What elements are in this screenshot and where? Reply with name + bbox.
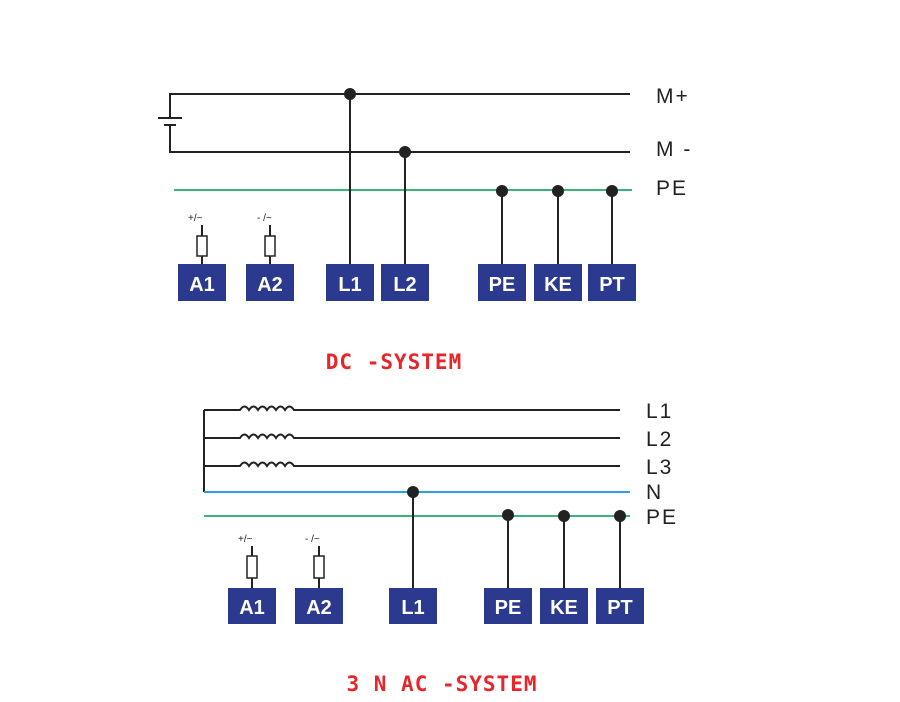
ac-system-title: 3 N AC -SYSTEM xyxy=(346,672,537,696)
ac-bus-l3 xyxy=(204,461,620,468)
ac-junction-dot xyxy=(502,509,514,521)
probe-sign-label: +/~ xyxy=(188,213,203,224)
ac-terminal-ke: KE xyxy=(540,588,588,624)
dc-system-diagram: M+ M - PE +/~ - /~ A1 xyxy=(158,85,692,374)
fuse-icon xyxy=(196,235,208,257)
dc-junction-dot xyxy=(344,88,356,100)
fuse-icon xyxy=(246,555,258,579)
terminal-label: PT xyxy=(607,597,633,619)
ac-terminal-pt: PT xyxy=(596,588,644,624)
dc-system-title: DC -SYSTEM xyxy=(326,350,462,374)
ac-terminal-pe: PE xyxy=(484,588,532,624)
dc-terminal-ke: KE xyxy=(534,264,582,301)
dc-bus-label-m-minus: M - xyxy=(656,138,692,161)
terminal-label: A2 xyxy=(306,597,332,619)
dc-junction-dot xyxy=(399,146,411,158)
dc-terminal-l2: L2 xyxy=(381,264,429,301)
battery-symbol xyxy=(158,93,630,153)
ac-bus-label-n: N xyxy=(646,481,663,504)
dc-terminal-a1: A1 xyxy=(178,264,226,301)
ac-terminal-a2: A2 xyxy=(295,588,343,624)
ac-bus-label-l3: L3 xyxy=(646,456,673,479)
terminal-label: L1 xyxy=(338,274,361,296)
dc-terminal-a2: A2 xyxy=(246,264,294,301)
terminal-label: L1 xyxy=(401,597,424,619)
ac-terminal-l1: L1 xyxy=(389,588,437,624)
dc-terminal-pt: PT xyxy=(588,264,636,301)
ac-terminal-a1: A1 xyxy=(228,588,276,624)
ac-bus-label-l2: L2 xyxy=(646,428,673,451)
dc-probe-a2: - /~ xyxy=(257,213,276,266)
fuse-icon xyxy=(264,235,276,257)
dc-bus-label-m-plus: M+ xyxy=(656,85,690,108)
dc-bus-label-pe: PE xyxy=(656,177,688,200)
probe-sign-label: - /~ xyxy=(257,213,272,224)
ac-bus-l2 xyxy=(204,433,620,440)
ac-junction-dot xyxy=(407,486,419,498)
terminal-label: PT xyxy=(599,274,625,296)
terminal-label: A1 xyxy=(239,597,265,619)
ac-bus-label-l1: L1 xyxy=(646,400,673,423)
terminal-label: KE xyxy=(550,597,578,619)
dc-terminal-pe: PE xyxy=(478,264,526,301)
ac-probe-a1: +/~ xyxy=(238,534,258,590)
terminal-label: KE xyxy=(544,274,572,296)
terminal-label: L2 xyxy=(393,274,416,296)
dc-junction-dot xyxy=(606,185,618,197)
ac-bus-l1 xyxy=(204,405,620,412)
dc-terminal-l1: L1 xyxy=(326,264,374,301)
probe-sign-label: - /~ xyxy=(305,534,320,545)
ac-junction-dot xyxy=(614,510,626,522)
ac-bus-label-pe: PE xyxy=(646,506,678,529)
ac-junction-dot xyxy=(558,510,570,522)
ac-probe-a2: - /~ xyxy=(305,534,325,590)
dc-junction-dot xyxy=(496,185,508,197)
terminal-label: A2 xyxy=(257,274,283,296)
dc-probe-a1: +/~ xyxy=(188,213,208,266)
probe-sign-label: +/~ xyxy=(238,534,253,545)
dc-junction-dot xyxy=(552,185,564,197)
ac-system-diagram: L1 L2 L3 N PE +/~ - /~ A1 xyxy=(203,400,678,696)
terminal-label: PE xyxy=(489,274,516,296)
terminal-label: A1 xyxy=(189,274,215,296)
terminal-label: PE xyxy=(495,597,522,619)
fuse-icon xyxy=(313,555,325,579)
